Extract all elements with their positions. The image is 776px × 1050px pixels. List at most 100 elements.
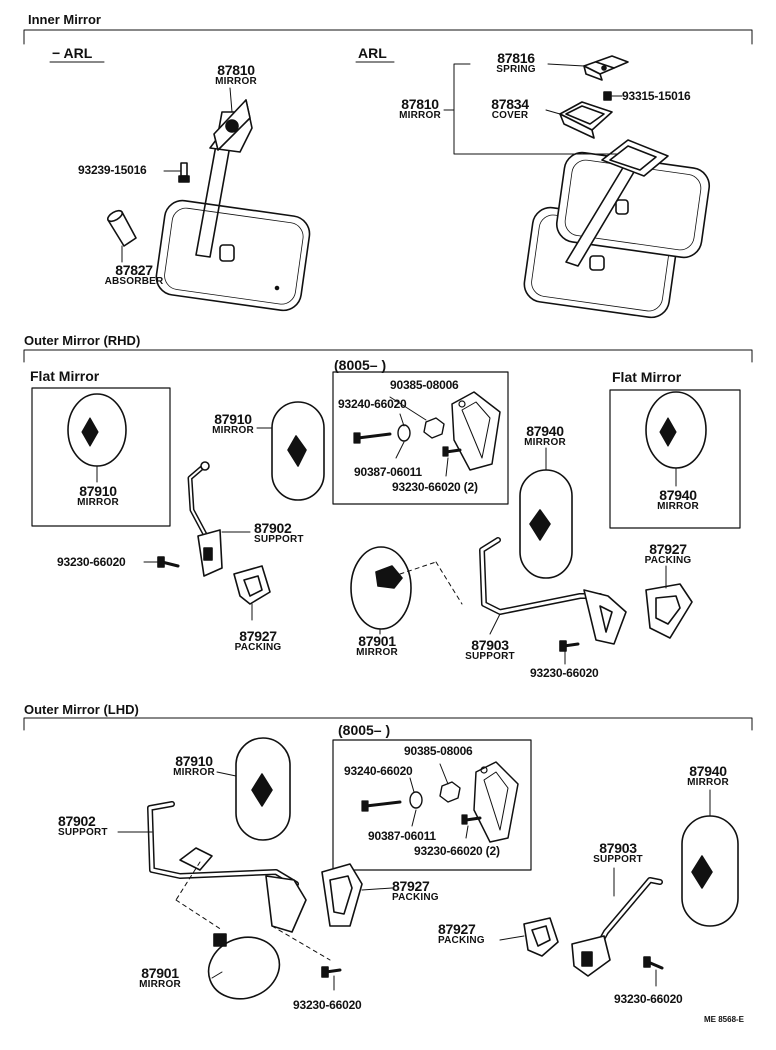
part-number: 87940 xyxy=(659,487,697,503)
callout-87940-flat-mirror: 87940 MIRROR xyxy=(657,488,699,512)
callout-87927-packing-lhd-a: 87927 PACKING xyxy=(392,879,439,903)
callout-87903-support-lhd: 87903 SUPPORT xyxy=(593,841,643,865)
part-name: MIRROR xyxy=(356,647,398,658)
lhd-hardware-box xyxy=(332,739,532,871)
callout-87810-mirror: 87810 MIRROR xyxy=(215,63,257,87)
variant-arl: ARL xyxy=(358,45,387,61)
callout-93240-66020: 93240-66020 xyxy=(338,397,407,411)
part-name: PACKING xyxy=(392,892,439,903)
callout-87827-absorber: 87827 ABSORBER xyxy=(105,263,164,287)
part-name: PACKING xyxy=(234,642,282,653)
callout-87927-packing-rhd-b: 87927 PACKING xyxy=(645,542,692,566)
part-name: MIRROR xyxy=(139,979,181,990)
callout-87902-support-lhd: 87902 SUPPORT xyxy=(58,814,108,838)
part-number: 87927 xyxy=(239,628,277,644)
callout-90387-06011: 90387-06011 xyxy=(354,465,422,479)
rhd-flat-mirror-box-right xyxy=(609,389,741,529)
part-name: PACKING xyxy=(644,555,692,566)
callout-87910-flat-mirror: 87910 MIRROR xyxy=(77,484,119,508)
variant-range-rhd: (8005– ) xyxy=(334,357,387,373)
part-name: SUPPORT xyxy=(593,854,643,865)
part-name: SUPPORT xyxy=(58,827,108,838)
part-name: MIRROR xyxy=(399,110,441,121)
part-number: 87901 xyxy=(141,965,179,981)
callout-90387-06011-lhd: 90387-06011 xyxy=(368,829,436,843)
part-name: COVER xyxy=(491,110,529,121)
callout-93230-66020-lhd-a: 93230-66020 xyxy=(293,998,362,1012)
rhd-main-drawing xyxy=(157,401,693,652)
section-brackets xyxy=(23,29,753,731)
part-number: 87940 xyxy=(689,763,727,779)
part-name: MIRROR xyxy=(687,777,729,788)
part-name: MIRROR xyxy=(77,497,119,508)
callout-93230-66020-rhd-b: 93230-66020 xyxy=(530,666,599,680)
callout-87901-mirror: 87901 MIRROR xyxy=(356,634,398,658)
callout-87910-mirror: 87910 MIRROR xyxy=(212,412,254,436)
callout-87902-support: 87902 SUPPORT xyxy=(254,521,304,545)
callout-93239-15016: 93239-15016 xyxy=(78,163,147,177)
part-number: 87927 xyxy=(438,921,476,937)
callout-87816-spring: 87816 SPRING xyxy=(496,51,536,75)
variant-no-arl: − ARL xyxy=(52,45,93,61)
callout-90385-08006-lhd: 90385-08006 xyxy=(404,744,473,758)
part-name: SUPPORT xyxy=(254,534,304,545)
lhd-main-drawing xyxy=(147,737,739,1000)
part-name: SPRING xyxy=(496,64,536,75)
callout-93315-15016: 93315-15016 xyxy=(622,89,691,103)
callout-87834-cover: 87834 COVER xyxy=(491,96,529,121)
part-number: 87901 xyxy=(358,633,396,649)
part-number: 87910 xyxy=(175,753,213,769)
part-number: 87827 xyxy=(115,262,153,278)
part-number: 87902 xyxy=(58,813,96,829)
inner-arl-bracket xyxy=(443,63,623,155)
part-name: SUPPORT xyxy=(465,651,515,662)
part-number: 87927 xyxy=(392,878,430,894)
callout-87940-mirror: 87940 MIRROR xyxy=(524,424,566,448)
callout-87903-support: 87903 SUPPORT xyxy=(465,638,515,662)
callout-93240-66020-lhd: 93240-66020 xyxy=(344,764,413,778)
part-number: 87902 xyxy=(254,520,292,536)
part-name: MIRROR xyxy=(173,767,215,778)
variant-flat-mirror-right: Flat Mirror xyxy=(612,369,682,385)
inner-mirror-drawing xyxy=(106,99,311,312)
part-number: 87910 xyxy=(79,483,117,499)
part-name: MIRROR xyxy=(215,76,257,87)
part-name: MIRROR xyxy=(524,437,566,448)
callout-93230-66020-x2: 93230-66020 (2) xyxy=(392,480,478,494)
part-number: 87903 xyxy=(599,840,637,856)
callout-93230-66020-rhd-a: 93230-66020 xyxy=(57,555,126,569)
part-name: PACKING xyxy=(438,935,485,946)
callout-87927-packing-rhd-a: 87927 PACKING xyxy=(235,629,282,653)
part-name: MIRROR xyxy=(657,501,699,512)
section-title-outer-rhd: Outer Mirror (RHD) xyxy=(24,333,141,348)
callout-87810-mirror-arl: 87810 MIRROR xyxy=(399,97,441,121)
lhd-leader-lines xyxy=(117,763,711,991)
callout-87910-mirror-lhd: 87910 MIRROR xyxy=(173,754,215,778)
variant-flat-mirror-left: Flat Mirror xyxy=(30,368,100,384)
part-name: MIRROR xyxy=(212,425,254,436)
part-number: 87910 xyxy=(214,411,252,427)
callout-87940-mirror-lhd: 87940 MIRROR xyxy=(687,764,729,788)
callout-90385-08006: 90385-08006 xyxy=(390,378,459,392)
section-title-inner: Inner Mirror xyxy=(28,12,101,27)
part-number: 87810 xyxy=(401,96,439,112)
part-number: 87940 xyxy=(526,423,564,439)
rhd-leader-lines xyxy=(143,396,667,665)
callout-87927-packing-lhd-b: 87927 PACKING xyxy=(438,922,485,946)
part-name: ABSORBER xyxy=(104,276,164,287)
part-number: 87810 xyxy=(217,62,255,78)
inner-leader-lines xyxy=(121,87,233,263)
part-number: 87903 xyxy=(471,637,509,653)
callout-93230-66020-lhd-b: 93230-66020 xyxy=(614,992,683,1006)
callout-87901-mirror-lhd: 87901 MIRROR xyxy=(139,966,181,990)
part-number: 87834 xyxy=(491,96,529,112)
part-number: 87816 xyxy=(497,50,535,66)
part-number: 87927 xyxy=(649,541,687,557)
inner-mirror-arl-drawing xyxy=(523,55,711,319)
rhd-flat-mirror-box-left xyxy=(31,387,171,527)
section-title-outer-lhd: Outer Mirror (LHD) xyxy=(24,702,139,717)
callout-93230-66020-x2-lhd: 93230-66020 (2) xyxy=(414,844,500,858)
rhd-hardware-box xyxy=(332,371,509,505)
